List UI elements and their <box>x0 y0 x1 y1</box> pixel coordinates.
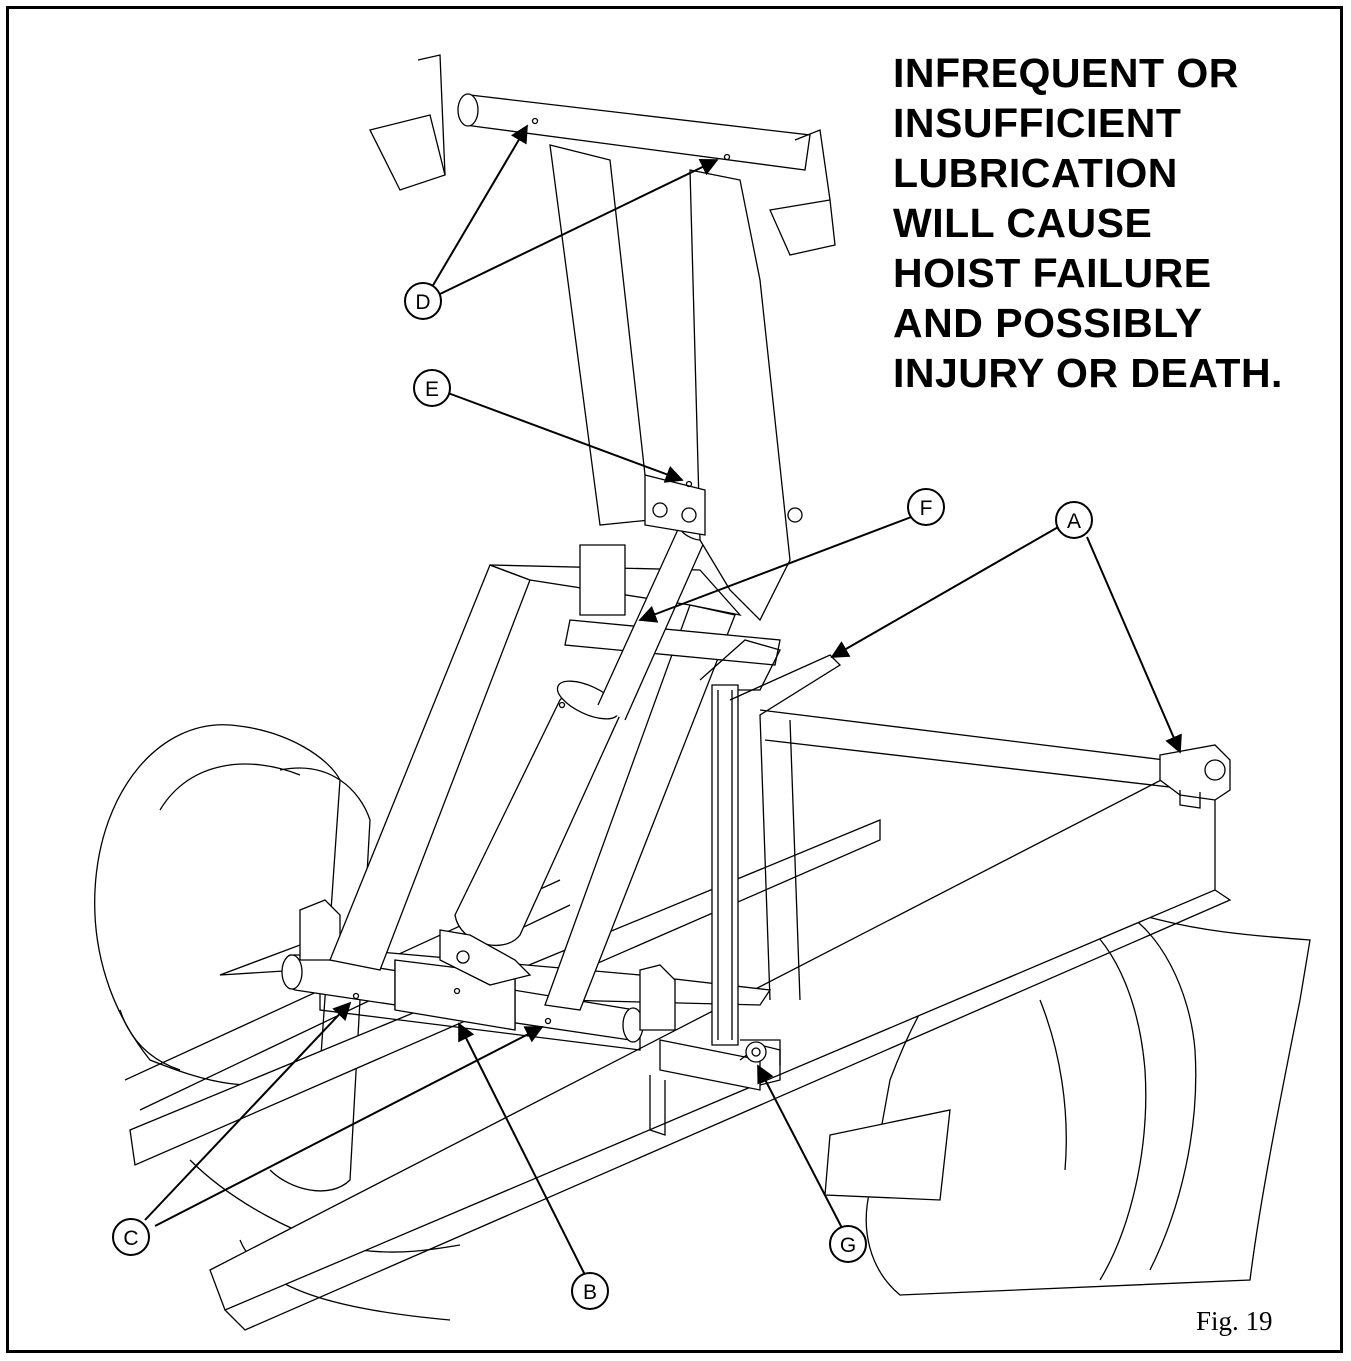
warning-line-2: INSUFFICIENT <box>893 100 1182 146</box>
callout-g-label: G <box>840 1234 856 1257</box>
leader-d-right <box>439 158 719 295</box>
figure-label: Fig. 19 <box>1196 1306 1273 1336</box>
callout-a: A <box>1055 501 1093 539</box>
callout-b-label: B <box>583 1281 597 1304</box>
callout-f-circle <box>907 488 945 526</box>
top-crossbar-drawing <box>369 54 836 256</box>
callout-e-label: E <box>425 378 439 401</box>
callout-c-label: C <box>123 1227 138 1250</box>
callout-e: E <box>413 369 451 407</box>
leader-d-left <box>431 124 528 288</box>
warning-line-7: INJURY OR DEATH. <box>893 350 1283 396</box>
warning-line-1: INFREQUENT OR <box>893 50 1239 96</box>
callout-d-label: D <box>415 291 430 314</box>
callout-a-label: A <box>1067 510 1081 533</box>
leader-c-right <box>154 1026 544 1227</box>
callout-c-circle <box>112 1218 150 1256</box>
callout-b-circle <box>571 1272 609 1310</box>
leader-a-left <box>830 525 1061 658</box>
warning-line-3: LUBRICATION <box>893 150 1178 196</box>
upper-boom-drawing <box>549 144 803 622</box>
leader-lines <box>144 124 1182 1276</box>
front-latch-post-drawing <box>699 639 781 1065</box>
warning-line-5: HOIST FAILURE <box>893 250 1212 296</box>
callout-b: B <box>571 1272 609 1310</box>
lower-pivot-tube-drawing <box>281 954 644 1043</box>
callout-a-circle <box>1055 501 1093 539</box>
callout-g: G <box>829 1225 867 1263</box>
rear-hinge-drawing <box>1159 744 1231 809</box>
front-crossmember-drawing <box>729 654 842 1001</box>
callout-d: D <box>404 282 442 320</box>
callout-f: F <box>907 488 945 526</box>
callout-e-circle <box>413 369 451 407</box>
callout-c: C <box>112 1218 150 1256</box>
leader-f <box>638 515 915 623</box>
leader-e <box>447 392 684 483</box>
hoist-assembly-drawing <box>94 54 1311 1331</box>
leader-b <box>458 1022 586 1276</box>
warning-line-4: WILL CAUSE <box>893 200 1153 246</box>
callout-d-circle <box>404 282 442 320</box>
callout-g-circle <box>829 1225 867 1263</box>
leader-c-left <box>144 1001 352 1221</box>
callout-f-label: F <box>920 497 933 520</box>
lubrication-warning: INFREQUENT OR INSUFFICIENT LUBRICATION W… <box>893 48 1323 398</box>
warning-line-6: AND POSSIBLY <box>893 300 1203 346</box>
leader-a-right <box>1086 536 1182 754</box>
leader-g <box>757 1064 843 1229</box>
lower-brackets-drawing <box>299 899 781 1136</box>
